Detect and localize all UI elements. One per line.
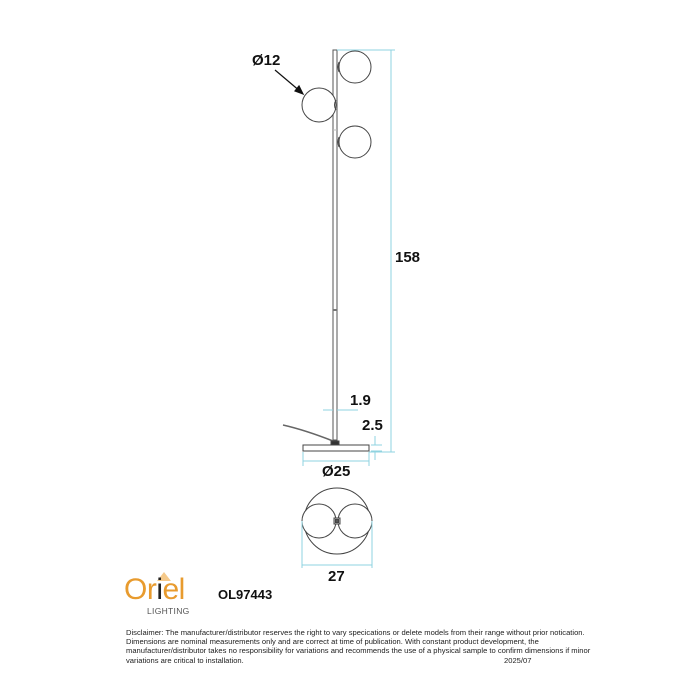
top-view-width-label: 27: [328, 568, 345, 585]
light-beam-icon: [157, 572, 171, 581]
lamp-base: [302, 440, 370, 452]
globe-diameter-label: Ø12: [252, 52, 281, 69]
base-diameter-label: Ø25: [322, 463, 351, 480]
brand-tagline: LIGHTING: [147, 606, 190, 616]
brand-logo: Oriel LIGHTING: [124, 572, 204, 617]
globe-diameter-arrow: [274, 69, 305, 96]
disclaimer: Disclaimer: The manufacturer/distributor…: [126, 628, 596, 665]
top-view-width-dimension-line: [301, 521, 373, 568]
base-height-label: 2.5: [362, 417, 383, 434]
publication-date: 2025/07: [504, 656, 532, 665]
product-code: OL97443: [218, 587, 273, 602]
disclaimer-line: Disclaimer: The manufacturer/distributor…: [126, 628, 585, 637]
brand-name: Oriel: [124, 573, 185, 606]
disclaimer-line: manufacturer/distributor takes no respon…: [126, 646, 591, 656]
height-dimension-line: [337, 49, 395, 453]
base-diameter-dimension-line: [302, 452, 370, 466]
globe-shades: [301, 50, 372, 159]
disclaimer-line: variations are critical to installation.: [126, 655, 244, 665]
power-cable: [282, 424, 334, 442]
base-height-dimension-line: [371, 436, 382, 460]
height-label: 158: [395, 249, 421, 266]
top-view: [301, 487, 373, 555]
disclaimer-line: Dimensions are nominal measurements only…: [126, 637, 539, 647]
lamp-pole: [332, 49, 338, 441]
pole-diameter-label: 1.9: [350, 392, 371, 409]
